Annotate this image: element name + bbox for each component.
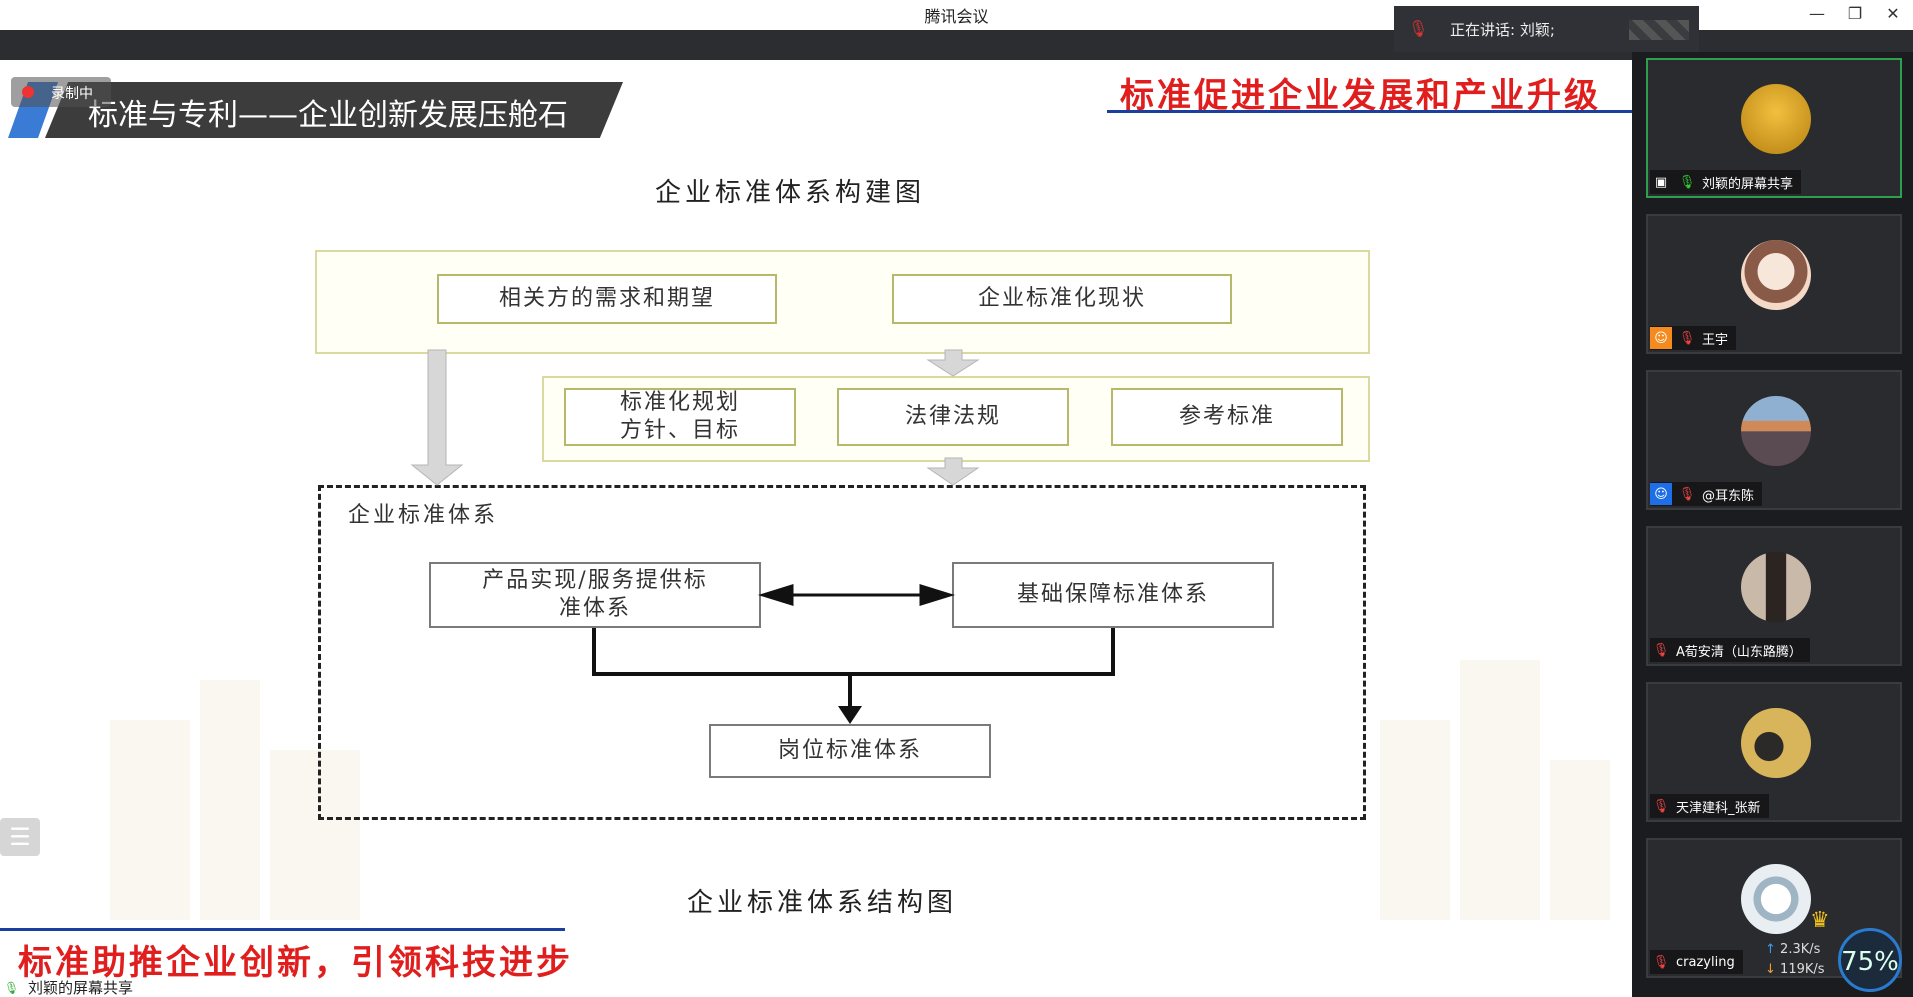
mic-off-icon: 🎙︎	[1678, 330, 1696, 346]
participant-tile[interactable]: ▣ 🎙︎ 刘颖的屏幕共享	[1646, 58, 1902, 198]
restore-icon[interactable]: ❐	[1847, 4, 1863, 23]
vip-crown-icon: ♛	[1810, 908, 1830, 933]
download-speed: 119K/s	[1780, 962, 1825, 977]
participant-tile[interactable]: 🎙︎ 天津建科_张新	[1646, 682, 1902, 822]
participant-name: @耳东陈	[1702, 488, 1755, 504]
avatar	[1741, 240, 1811, 310]
screen-share-icon: ▣	[1654, 174, 1668, 190]
arrow-left-head	[757, 583, 794, 607]
box-demand: 相关方的需求和期望	[437, 274, 777, 324]
diagram-caption-text: 企业标准体系结构图	[687, 888, 958, 918]
participant-name: 天津建科_张新	[1676, 800, 1761, 816]
user-icon: ☺	[1650, 327, 1672, 349]
avatar	[1741, 864, 1811, 934]
avatar	[1741, 552, 1811, 622]
mic-off-icon: 🎙︎	[1408, 19, 1429, 38]
arrow-to-post	[838, 706, 862, 724]
box-law: 法律法规	[837, 388, 1069, 446]
recording-badge[interactable]: 录制中	[11, 77, 111, 107]
slogan-bottom-overline	[0, 928, 565, 931]
participant-tag: ▣ 🎙︎ 刘颖的屏幕共享	[1650, 170, 1802, 194]
title-banner	[45, 82, 623, 138]
slogan-top-underline	[1107, 110, 1632, 113]
box-plan-line1: 标准化规划	[619, 390, 740, 415]
shared-slide: 标准与专利——企业创新发展压舱石 录制中 标准促进企业发展和产业升级 企业标准体…	[0, 60, 1632, 980]
status-bar: 🎙︎ 刘颖的屏幕共享	[0, 980, 1632, 997]
diagram-heading-text: 企业标准体系构建图	[655, 178, 926, 208]
avatar	[1741, 84, 1811, 154]
status-label: 刘颖的屏幕共享	[28, 979, 134, 997]
user-icon: ☺	[1650, 483, 1672, 505]
participant-tag: 🎙︎ A荀安清（山东路腾）	[1650, 638, 1810, 662]
slogan-bottom: 标准助推企业创新，引领科技进步	[18, 943, 573, 980]
box-ref: 参考标准	[1111, 388, 1343, 446]
slogan-top: 标准促进企业发展和产业升级	[1120, 76, 1601, 116]
mic-off-icon: 🎙︎	[1652, 798, 1670, 814]
upload-arrow-icon: ↑	[1765, 942, 1776, 957]
arrow-status-down	[926, 349, 980, 377]
mic-on-icon: 🎙︎	[4, 981, 20, 995]
participant-tag: 🎙︎ 天津建科_张新	[1650, 794, 1769, 818]
recording-label: 录制中	[51, 86, 93, 102]
list-menu-icon[interactable]: ☰	[0, 818, 40, 856]
arrow-right-head	[919, 583, 956, 607]
participant-tag: 🎙︎ crazyling	[1650, 950, 1743, 974]
mic-off-icon: 🎙︎	[1652, 954, 1670, 970]
participant-tag: ☺ 🎙︎ 王宇	[1650, 326, 1737, 350]
participant-name: A荀安清（山东路腾）	[1676, 644, 1802, 660]
avatar	[1741, 396, 1811, 466]
arrow-demand-down	[410, 349, 464, 486]
network-stats: ↑ 2.3K/s ↓ 119K/s	[1765, 940, 1825, 980]
standard-system-container	[318, 485, 1366, 820]
speaking-label: 正在讲话: 刘颖;	[1450, 21, 1555, 39]
mic-off-icon: 🎙︎	[1652, 642, 1670, 658]
box-product: 产品实现/服务提供标 准体系	[429, 562, 761, 628]
mic-off-icon: 🎙︎	[1678, 486, 1696, 502]
cpu-gauge[interactable]: 75%	[1838, 928, 1902, 992]
arrow-guidance-down	[926, 457, 980, 486]
participant-tile[interactable]: 🎙︎ A荀安清（山东路腾）	[1646, 526, 1902, 666]
box-plan: 标准化规划 方针、目标	[564, 388, 796, 446]
avatar	[1741, 708, 1811, 778]
diagram-connectors	[410, 349, 1115, 724]
record-icon	[22, 86, 34, 98]
participant-name: crazyling	[1676, 954, 1735, 970]
minimize-icon[interactable]: —	[1809, 4, 1825, 23]
box-plan-line2: 方针、目标	[619, 418, 740, 443]
participant-tile[interactable]: ☺ 🎙︎ 王宇	[1646, 214, 1902, 354]
participant-name: 王宇	[1702, 332, 1729, 348]
box-product-line1: 产品实现/服务提供标	[482, 568, 708, 593]
system-label: 企业标准体系	[348, 503, 499, 528]
box-post: 岗位标准体系	[709, 724, 991, 778]
box-status: 企业标准化现状	[892, 274, 1232, 324]
blurred-region	[1629, 20, 1689, 40]
mic-on-icon: 🎙︎	[1678, 174, 1696, 190]
participant-tile[interactable]: ☺ 🎙︎ @耳东陈	[1646, 370, 1902, 510]
download-arrow-icon: ↓	[1765, 962, 1776, 977]
box-base: 基础保障标准体系	[952, 562, 1274, 628]
participant-tag: ☺ 🎙︎ @耳东陈	[1650, 482, 1763, 506]
box-product-line2: 准体系	[558, 596, 631, 621]
window-title: 腾讯会议	[924, 7, 989, 26]
slide-title: 标准与专利——企业创新发展压舱石	[88, 98, 568, 133]
speaking-indicator: 🎙︎ 正在讲话: 刘颖;	[1394, 6, 1699, 52]
close-icon[interactable]: ✕	[1886, 4, 1900, 23]
upload-speed: 2.3K/s	[1780, 942, 1821, 957]
connector-elbow	[592, 628, 1115, 676]
participant-name: 刘颖的屏幕共享	[1702, 176, 1794, 192]
